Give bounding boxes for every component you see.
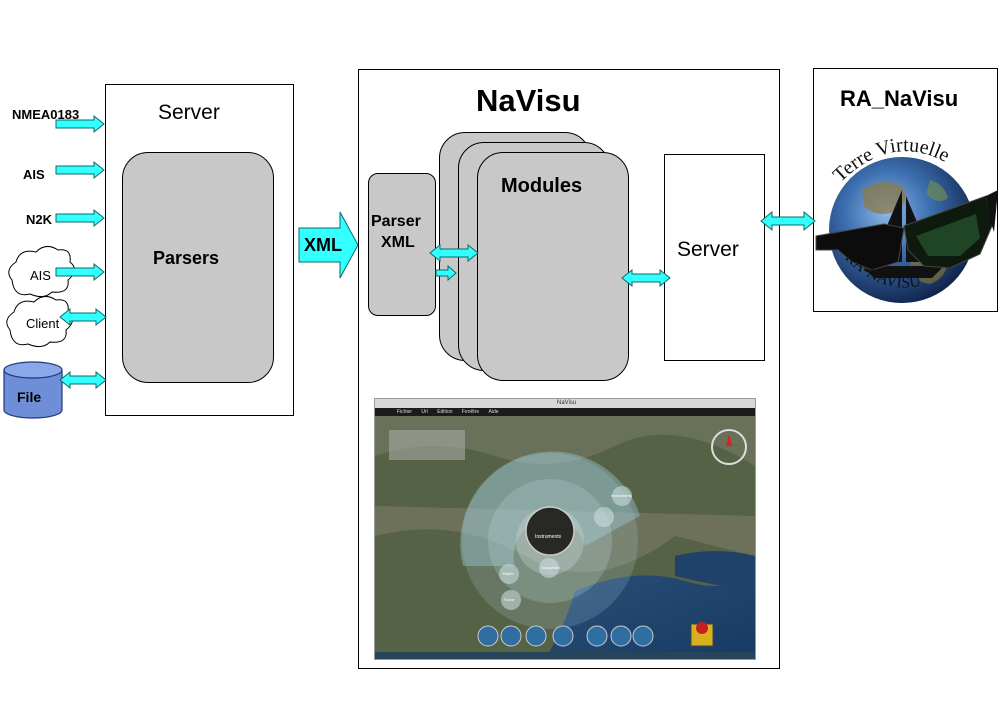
- navisu-title: NaVisu: [476, 83, 581, 118]
- ais-arrow-icon: [55, 160, 105, 180]
- navisu-server-label: Server: [677, 238, 739, 261]
- radial-item-label[interactable]: Sonar: [504, 597, 515, 602]
- ra-navisu-title: RA_NaVisu: [840, 86, 959, 111]
- left-server-title: Server: [158, 101, 220, 124]
- menu-item[interactable]: Url: [421, 409, 428, 415]
- client-double-arrow-icon: [59, 307, 107, 327]
- radial-item-label[interactable]: Navigation: [541, 565, 560, 570]
- app-toolbar-icons: [477, 622, 714, 647]
- parser-xml-label-1: Parser: [371, 213, 421, 230]
- nmea-label: NMEA0183: [12, 107, 80, 122]
- app-titlebar: NaVisu: [375, 399, 755, 408]
- n2k-label: N2K: [26, 212, 53, 227]
- radial-center-label[interactable]: Instruments: [535, 534, 562, 540]
- parsers-block: [122, 152, 274, 383]
- app-menubar: Fichier Url Edition Fenêtre Aide: [375, 408, 755, 416]
- radial-item-label[interactable]: Radio: [503, 571, 514, 576]
- modules-block: [477, 152, 629, 381]
- satellite-map: [375, 416, 755, 659]
- navisu-app-screenshot: NaVisu Fichier Url Edition Fenêtre Aide: [374, 398, 756, 660]
- menu-item[interactable]: Fichier: [397, 409, 413, 415]
- menu-item[interactable]: Aide: [488, 409, 499, 415]
- file-label: File: [17, 389, 42, 405]
- app-window-title: NaVisu: [557, 400, 577, 406]
- ais-label: AIS: [23, 167, 45, 182]
- xml-arrow-label: XML: [304, 235, 342, 255]
- client-cloud-label: Client: [26, 316, 60, 331]
- ais-cloud-arrow-icon: [55, 262, 105, 282]
- menu-item[interactable]: Edition: [437, 409, 453, 415]
- file-double-arrow-icon: [59, 370, 107, 390]
- radial-menu: [460, 451, 640, 629]
- parsers-label: Parsers: [153, 248, 220, 268]
- parser-xml-block: [368, 173, 436, 316]
- n2k-arrow-icon: [55, 208, 105, 228]
- radial-item-label[interactable]: Instruments: [611, 493, 632, 498]
- navisu-server-box: [664, 154, 765, 361]
- menu-item[interactable]: Fenêtre: [461, 409, 480, 415]
- parser-xml-label-2: XML: [381, 234, 415, 251]
- modules-label: Modules: [501, 175, 583, 197]
- ais-cloud-label: AIS: [30, 268, 51, 283]
